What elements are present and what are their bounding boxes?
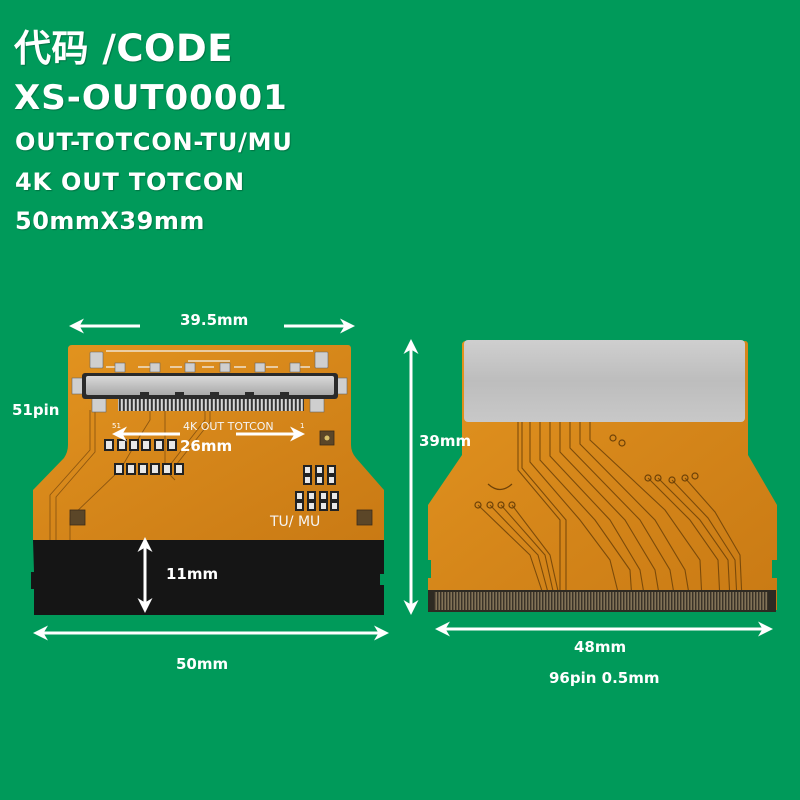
back-width-label: 48mm <box>574 638 627 656</box>
product-size: 50mmX39mm <box>15 207 205 235</box>
pin-51-label: 51 <box>112 422 121 430</box>
top-width-label: 39.5mm <box>180 311 249 329</box>
connector-width-label: 26mm <box>180 437 233 455</box>
model-code: XS-OUT00001 <box>14 78 288 118</box>
fpc-connector <box>82 373 338 411</box>
pin-spec-label: 96pin 0.5mm <box>549 669 660 687</box>
product-description: 4K OUT TOTCON <box>15 168 245 196</box>
stiffener <box>31 540 384 615</box>
total-width-label: 50mm <box>176 655 229 673</box>
silkscreen-label: 4K OUT TOTCON <box>183 420 274 433</box>
code-label: 代码 /CODE <box>14 27 233 70</box>
part-name: OUT-TOTCON-TU/MU <box>15 128 293 156</box>
back-board <box>428 340 777 612</box>
front-board: 51 1 4K OUT TOTCON TU/ MU <box>31 345 384 615</box>
pin-count-label: 51pin <box>12 401 60 419</box>
pin-1-label: 1 <box>300 422 304 430</box>
height-label: 39mm <box>419 432 472 450</box>
silkscreen-model: TU/ MU <box>269 514 320 530</box>
stiffener-height-label: 11mm <box>166 565 219 583</box>
smd-components <box>104 439 339 511</box>
metal-shield <box>464 340 745 422</box>
